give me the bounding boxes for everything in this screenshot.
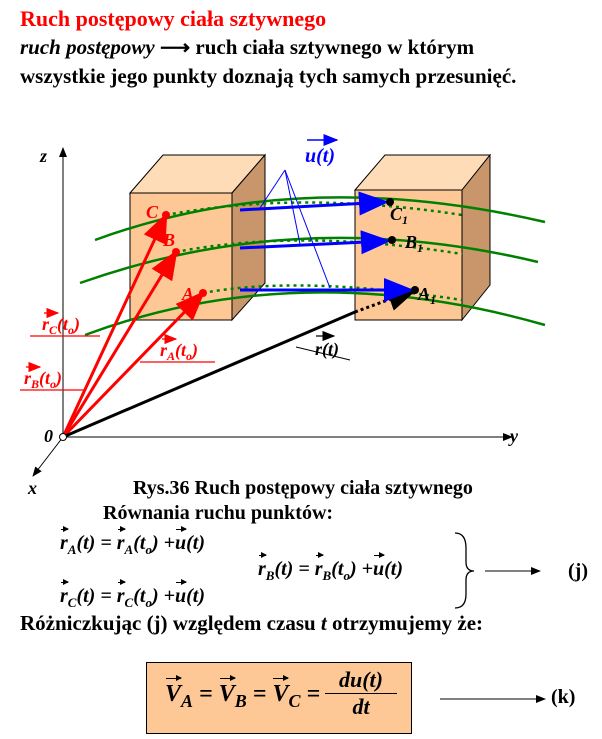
- x-axis: [32, 436, 64, 477]
- brace-icon: [454, 532, 475, 609]
- page-title: Ruch postępowy ciała sztywnego: [20, 6, 327, 31]
- y-axis-label: y: [508, 426, 519, 446]
- rC-label: rC(to): [42, 314, 80, 337]
- translation-diagram: z y x 0 C B A C1 B1 A1 u(t) r(t) rC(to) …: [20, 134, 546, 498]
- displacement-vectors: [239, 191, 414, 302]
- z-axis-label: z: [39, 146, 47, 166]
- definition-text: ruch ciała sztywnego w którym: [195, 35, 475, 59]
- u-leader-lines: [259, 169, 331, 289]
- velocity-equation: VA = VB = VC =: [165, 675, 321, 711]
- point-A1-label: A1: [417, 284, 436, 307]
- r-label: r(t): [315, 339, 339, 360]
- derivative-fraction: du(t) dt: [325, 667, 397, 720]
- definition-line-1: ruch postępowy ⟶ ruch ciała sztywnego w …: [20, 35, 474, 60]
- figure-caption: Rys.36 Ruch postępowy ciała sztywnego: [133, 477, 473, 499]
- definition-line-2: wszystkie jego punkty doznają tych samyc…: [20, 64, 517, 88]
- position-vectors-initial: [61, 212, 206, 439]
- equations-heading: Równania ruchu punktów:: [103, 502, 334, 524]
- label-k: (k): [551, 686, 576, 708]
- result-box: VA = VB = VC = du(t) dt: [146, 662, 412, 734]
- equation-C: rC(t) = rC(to) +u(t): [60, 579, 206, 610]
- rB-label: rB(to): [24, 368, 62, 391]
- u-label: u(t): [305, 145, 335, 167]
- point-A-label: A: [181, 284, 194, 304]
- point-C-label: C: [146, 202, 159, 222]
- label-j: (j): [568, 560, 588, 582]
- origin-label: 0: [44, 426, 53, 446]
- definition-term: ruch postępowy: [20, 35, 155, 59]
- position-vector-r: [62, 310, 356, 439]
- arrow-icon: ⟶: [160, 35, 191, 59]
- x-axis-label: x: [27, 478, 37, 498]
- rA-label: rA(to): [160, 340, 198, 363]
- point-C1-label: C1: [390, 204, 408, 227]
- point-B-label: B: [162, 230, 175, 250]
- equation-B: rB(t) = rB(to) +u(t): [258, 552, 404, 583]
- equation-A: rA(t) = rA(to) +u(t): [60, 526, 206, 557]
- point-B1-label: B1: [404, 232, 423, 255]
- differentiate-text: Różniczkując (j) względem czasu t otrzym…: [20, 611, 484, 635]
